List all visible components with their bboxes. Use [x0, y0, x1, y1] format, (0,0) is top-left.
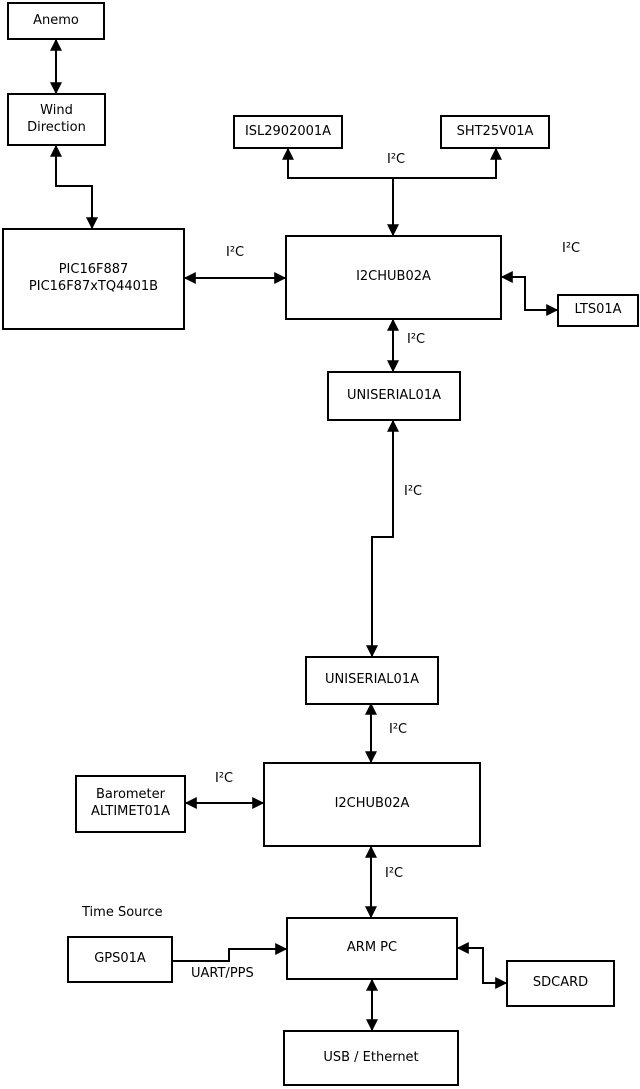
edge-label-i2c-uniserial-link: I²C — [404, 484, 423, 499]
edge-uniserial1-uniserial2 — [366, 419, 399, 658]
node-sdcard: SDCARD — [506, 960, 615, 1007]
node-i2chub-1: I2CHUB02A — [285, 235, 502, 320]
edge-label-time-source: Time Source — [82, 905, 163, 920]
edge-wind-pic — [50, 144, 98, 230]
node-uniserial-2: UNISERIAL01A — [305, 656, 439, 705]
edge-label-i2c-pic-hub1: I²C — [226, 245, 245, 260]
node-anemo: Anemo — [7, 2, 105, 40]
edge-label-i2c-sensors-branch: I²C — [387, 152, 406, 167]
node-usb-ethernet: USB / Ethernet — [283, 1030, 459, 1086]
edge-label-i2c-hub1-lts: I²C — [562, 241, 581, 256]
node-isl: ISL2902001A — [233, 115, 343, 149]
edge-label-i2c-hub2-armpc: I²C — [385, 866, 404, 881]
node-pic: PIC16F887 PIC16F87xTQ4401B — [2, 228, 185, 330]
node-i2chub-2: I2CHUB02A — [263, 762, 481, 847]
node-wind-direction: Wind Direction — [7, 93, 106, 146]
edge-label-i2c-barometer-hub2: I²C — [215, 771, 234, 786]
edge-armpc-sdcard — [456, 942, 508, 989]
edge-label-i2c-uniserial2-hub2: I²C — [389, 722, 408, 737]
node-sht: SHT25V01A — [440, 115, 550, 149]
node-lts: LTS01A — [557, 294, 639, 327]
edge-label-i2c-hub1-uniserial1: I²C — [407, 332, 426, 347]
node-barometer: Barometer ALTIMET01A — [75, 775, 186, 833]
node-uniserial-1: UNISERIAL01A — [327, 371, 461, 421]
node-gps: GPS01A — [67, 936, 173, 983]
edge-label-uart-pps: UART/PPS — [191, 966, 254, 981]
edge-hub1-lts — [500, 271, 559, 316]
node-arm-pc: ARM PC — [286, 917, 458, 980]
edge-gps-armpc — [173, 943, 288, 962]
